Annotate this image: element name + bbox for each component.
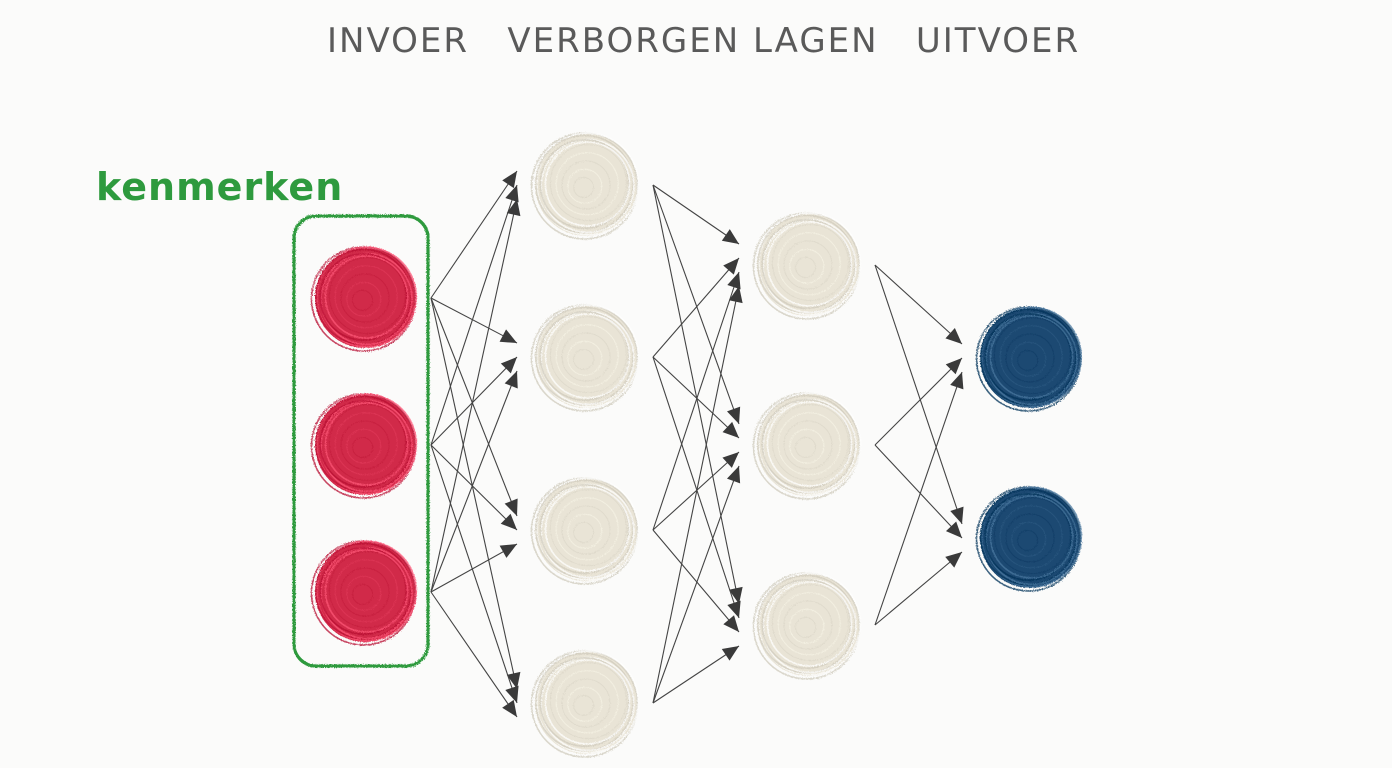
hidden-2-node (752, 392, 862, 500)
arrowhead (723, 258, 739, 275)
connection-edge (430, 170, 518, 299)
connection-edge (430, 297, 518, 690)
arrowhead (505, 185, 519, 203)
arrowhead (945, 552, 962, 568)
arrowhead (950, 372, 964, 390)
hidden-1-node (530, 650, 640, 758)
connection-edge (430, 297, 518, 517)
arrowhead (500, 513, 517, 530)
arrowhead (502, 171, 517, 189)
connection-edge (874, 444, 963, 539)
arrowhead (504, 498, 518, 516)
title-input: INVOER (327, 21, 469, 61)
arrowhead (505, 685, 519, 703)
connection-edge (652, 271, 740, 531)
connection-edge (652, 356, 740, 619)
connection-edge (652, 257, 740, 358)
connection-edge (652, 356, 740, 439)
connection-edge (652, 645, 740, 704)
hidden-2-node (752, 572, 862, 680)
hidden-1-node (530, 304, 640, 412)
arrowhead (726, 406, 741, 424)
arrowhead (945, 521, 962, 538)
arrowhead (945, 328, 962, 344)
hidden-2-node (752, 212, 862, 320)
connection-edge (430, 297, 518, 344)
arrowhead (722, 452, 739, 468)
connection-edge (874, 264, 963, 345)
connection-edge (874, 551, 963, 626)
input-node (310, 246, 418, 352)
connections (430, 170, 964, 718)
connection-edge (874, 357, 963, 446)
connection-edge (430, 444, 518, 704)
arrowhead (722, 421, 739, 438)
input-node (310, 393, 418, 499)
output-node (975, 486, 1083, 592)
arrowhead (504, 371, 518, 389)
connection-edge (652, 285, 740, 704)
connection-edge (652, 184, 740, 245)
hidden-1-node (530, 477, 640, 585)
arrowhead (728, 586, 743, 604)
connection-edge (430, 543, 518, 593)
feature-label: kenmerken (96, 165, 343, 209)
connection-edge (430, 198, 518, 593)
connection-edge (874, 264, 963, 525)
arrowhead (506, 199, 521, 217)
arrowhead (506, 671, 521, 689)
connection-edge (652, 184, 740, 605)
arrowhead (723, 615, 739, 632)
connection-edge (874, 371, 963, 626)
connection-edge (652, 184, 740, 425)
connection-edge (430, 370, 518, 593)
connection-edge (430, 444, 518, 531)
arrowhead (502, 699, 517, 717)
arrowhead (499, 329, 517, 343)
arrowhead (728, 286, 743, 304)
input-node (310, 540, 418, 646)
feature-group-box (292, 214, 430, 668)
title-hidden-layers: VERBORGEN LAGEN (507, 21, 878, 61)
arrowhead (945, 358, 962, 375)
arrowhead (500, 357, 517, 374)
arrowhead (727, 600, 741, 618)
connection-edge (430, 591, 518, 718)
arrowhead (721, 646, 739, 661)
arrowhead (726, 466, 741, 484)
neurons (310, 132, 1083, 758)
connection-edge (430, 184, 518, 446)
output-node (975, 306, 1083, 412)
arrowhead (499, 544, 517, 558)
hidden-1-node (530, 132, 640, 240)
arrowhead (727, 272, 741, 290)
title-output: UITVOER (916, 21, 1080, 61)
connection-edge (652, 529, 740, 633)
arrowhead (950, 506, 964, 524)
connection-edge (430, 356, 518, 446)
connection-edge (652, 451, 740, 531)
arrowhead (721, 229, 739, 244)
connection-edge (652, 465, 740, 704)
